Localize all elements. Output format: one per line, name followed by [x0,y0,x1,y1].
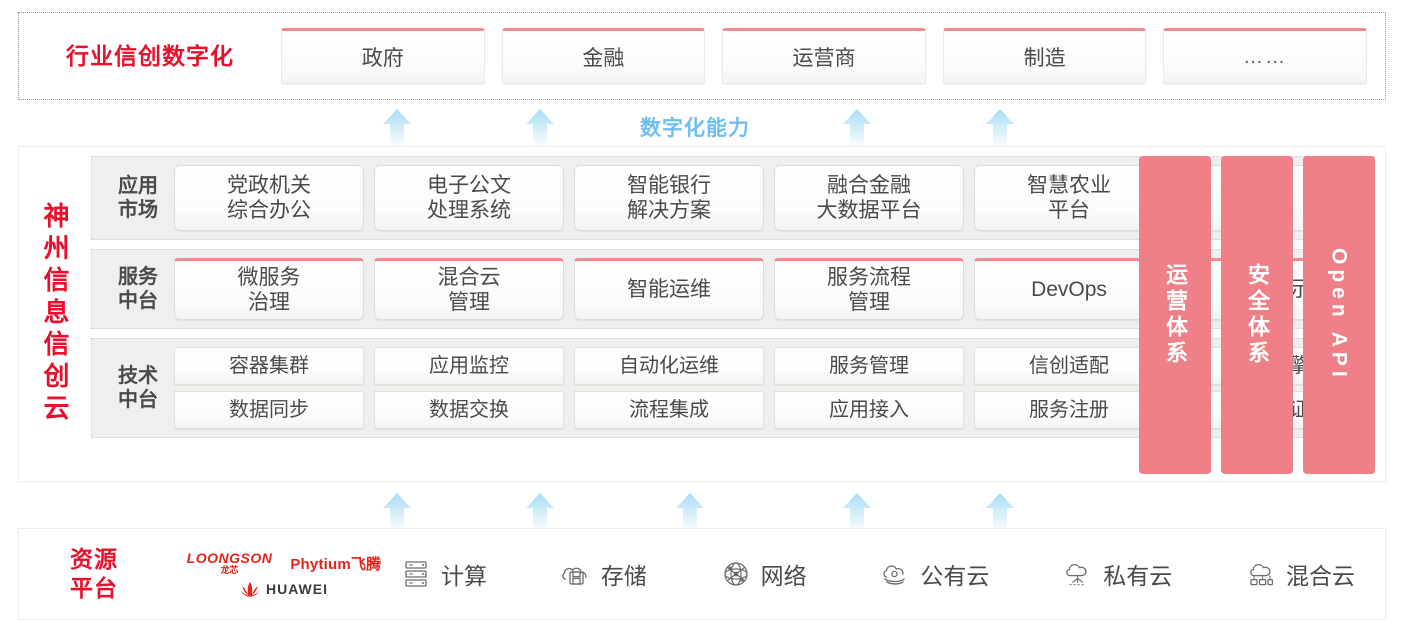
svc-cell-service-process-mgmt[interactable]: 服务流程 管理 [774,258,964,320]
industry-box-carrier[interactable]: 运营商 [722,28,926,84]
industry-box-finance[interactable]: 金融 [501,28,706,84]
capability-label: 数字化能力 [640,117,750,140]
industry-box-manufacturing[interactable]: 制造 [942,28,1147,84]
cloud-platform-title-text: 神州信息信创云 [40,202,70,426]
resource-platform-band: 资源 平台 LOONGSON 龙芯 Phytium飞腾 HUAWEI [18,528,1386,620]
tech-cell-xinchuang-adaptation[interactable]: 信创适配 [974,347,1164,385]
industry-box-more[interactable]: …… [1163,28,1367,84]
capability-arrow-strip: 数字化能力 [0,104,1402,148]
up-arrow-icon [838,492,876,532]
resource-item-storage[interactable]: 存储 [559,557,647,591]
vendor-logo-list: LOONGSON 龙芯 Phytium飞腾 HUAWEI [169,551,399,597]
side-bar-operations-label: 运营体系 [1163,263,1188,367]
resource-item-private-cloud-label: 私有云 [1103,563,1173,589]
resource-item-compute[interactable]: 计算 [399,557,487,591]
up-arrow-icon [981,492,1019,532]
resource-item-public-cloud[interactable]: 公有云 [878,557,989,591]
svc-cell-aiops[interactable]: 智能运维 [574,258,764,320]
tech-cell-app-access[interactable]: 应用接入 [774,391,964,429]
up-arrow-icon [981,108,1019,148]
resource-item-public-cloud-label: 公有云 [920,563,990,589]
loongson-logo-en: LOONGSON [186,550,273,566]
layer-label-tech-platform: 技术 中台 [118,365,158,411]
private-cloud-icon [1061,557,1095,591]
cloud-layer-list: 应用 市场 党政机关 综合办公 电子公文 处理系统 智能银行 解决方案 融合金融… [91,147,1385,481]
resource-item-hybrid-cloud-label: 混合云 [1285,563,1355,589]
resource-platform-title: 资源 平台 [70,546,118,601]
huawei-logo-text: HUAWEI [266,581,328,597]
industry-band-title: 行业信创数字化 [66,42,234,69]
tech-cell-container-cluster[interactable]: 容器集群 [174,347,364,385]
industry-box-government[interactable]: 政府 [281,28,485,84]
huawei-petal-icon [240,581,260,597]
side-bar-security[interactable]: 安全体系 [1221,156,1293,474]
layer-label-app-market: 应用 市场 [118,175,158,221]
phytium-logo: Phytium飞腾 [290,555,382,573]
resource-arrow-strip [0,488,1402,532]
app-cell-smart-bank[interactable]: 智能银行 解决方案 [574,165,764,231]
app-cell-e-document[interactable]: 电子公文 处理系统 [374,165,564,231]
industry-box-list: 政府 金融 运营商 制造 …… [281,28,1385,84]
cloud-storage-icon [559,557,593,591]
tech-cell-process-integration[interactable]: 流程集成 [574,391,764,429]
up-arrow-icon [378,492,416,532]
svc-cell-hybrid-cloud-mgmt[interactable]: 混合云 管理 [374,258,564,320]
app-cell-gov-office[interactable]: 党政机关 综合办公 [174,165,364,231]
loongson-logo-cn: 龙芯 [220,565,239,575]
app-cell-smart-agriculture[interactable]: 智慧农业 平台 [974,165,1164,231]
resource-item-storage-label: 存储 [600,563,647,589]
up-arrow-icon [838,108,876,148]
resource-item-hybrid-cloud[interactable]: 混合云 [1244,557,1355,591]
up-arrow-icon [671,492,709,532]
side-bar-operations[interactable]: 运营体系 [1139,156,1211,474]
vendor-row-top: LOONGSON 龙芯 Phytium飞腾 [187,551,382,575]
side-bar-open-api[interactable]: Open API [1303,156,1375,474]
industry-band: 行业信创数字化 政府 金融 运营商 制造 …… [18,12,1386,100]
side-bar-list: 运营体系 安全体系 Open API [1139,156,1375,474]
up-arrow-icon [521,492,559,532]
tech-cell-service-registry[interactable]: 服务注册 [974,391,1164,429]
huawei-logo: HUAWEI [240,581,328,597]
up-arrow-icon [521,108,559,148]
up-arrow-icon [378,108,416,148]
tech-cell-service-mgmt[interactable]: 服务管理 [774,347,964,385]
cloud-platform-title: 神州信息信创云 [19,147,91,481]
loongson-logo: LOONGSON 龙芯 [187,551,273,575]
resource-item-list: 计算 存储 [399,557,1385,591]
tech-cell-data-sync[interactable]: 数据同步 [174,391,364,429]
resource-item-private-cloud[interactable]: 私有云 [1061,557,1172,591]
tech-cell-data-exchange[interactable]: 数据交换 [374,391,564,429]
side-bar-security-label: 安全体系 [1245,263,1270,367]
resource-item-network[interactable]: 网络 [719,557,807,591]
tech-cell-app-monitoring[interactable]: 应用监控 [374,347,564,385]
network-icon [719,557,753,591]
resource-item-compute-label: 计算 [441,563,487,589]
vendor-row-bottom: HUAWEI [240,581,328,597]
svc-cell-microservice-governance[interactable]: 微服务 治理 [174,258,364,320]
tech-cell-automated-ops[interactable]: 自动化运维 [574,347,764,385]
svc-cell-devops[interactable]: DevOps [974,258,1164,320]
cloud-platform-block: 神州信息信创云 应用 市场 党政机关 综合办公 电子公文 处理系统 智能银行 解… [18,146,1386,482]
hybrid-cloud-icon [1244,557,1278,591]
server-icon [399,557,433,591]
public-cloud-icon [878,557,912,591]
app-cell-fin-bigdata[interactable]: 融合金融 大数据平台 [774,165,964,231]
resource-item-network-label: 网络 [760,563,807,589]
layer-label-service-platform: 服务 中台 [118,266,158,312]
side-bar-open-api-label: Open API [1327,248,1351,382]
